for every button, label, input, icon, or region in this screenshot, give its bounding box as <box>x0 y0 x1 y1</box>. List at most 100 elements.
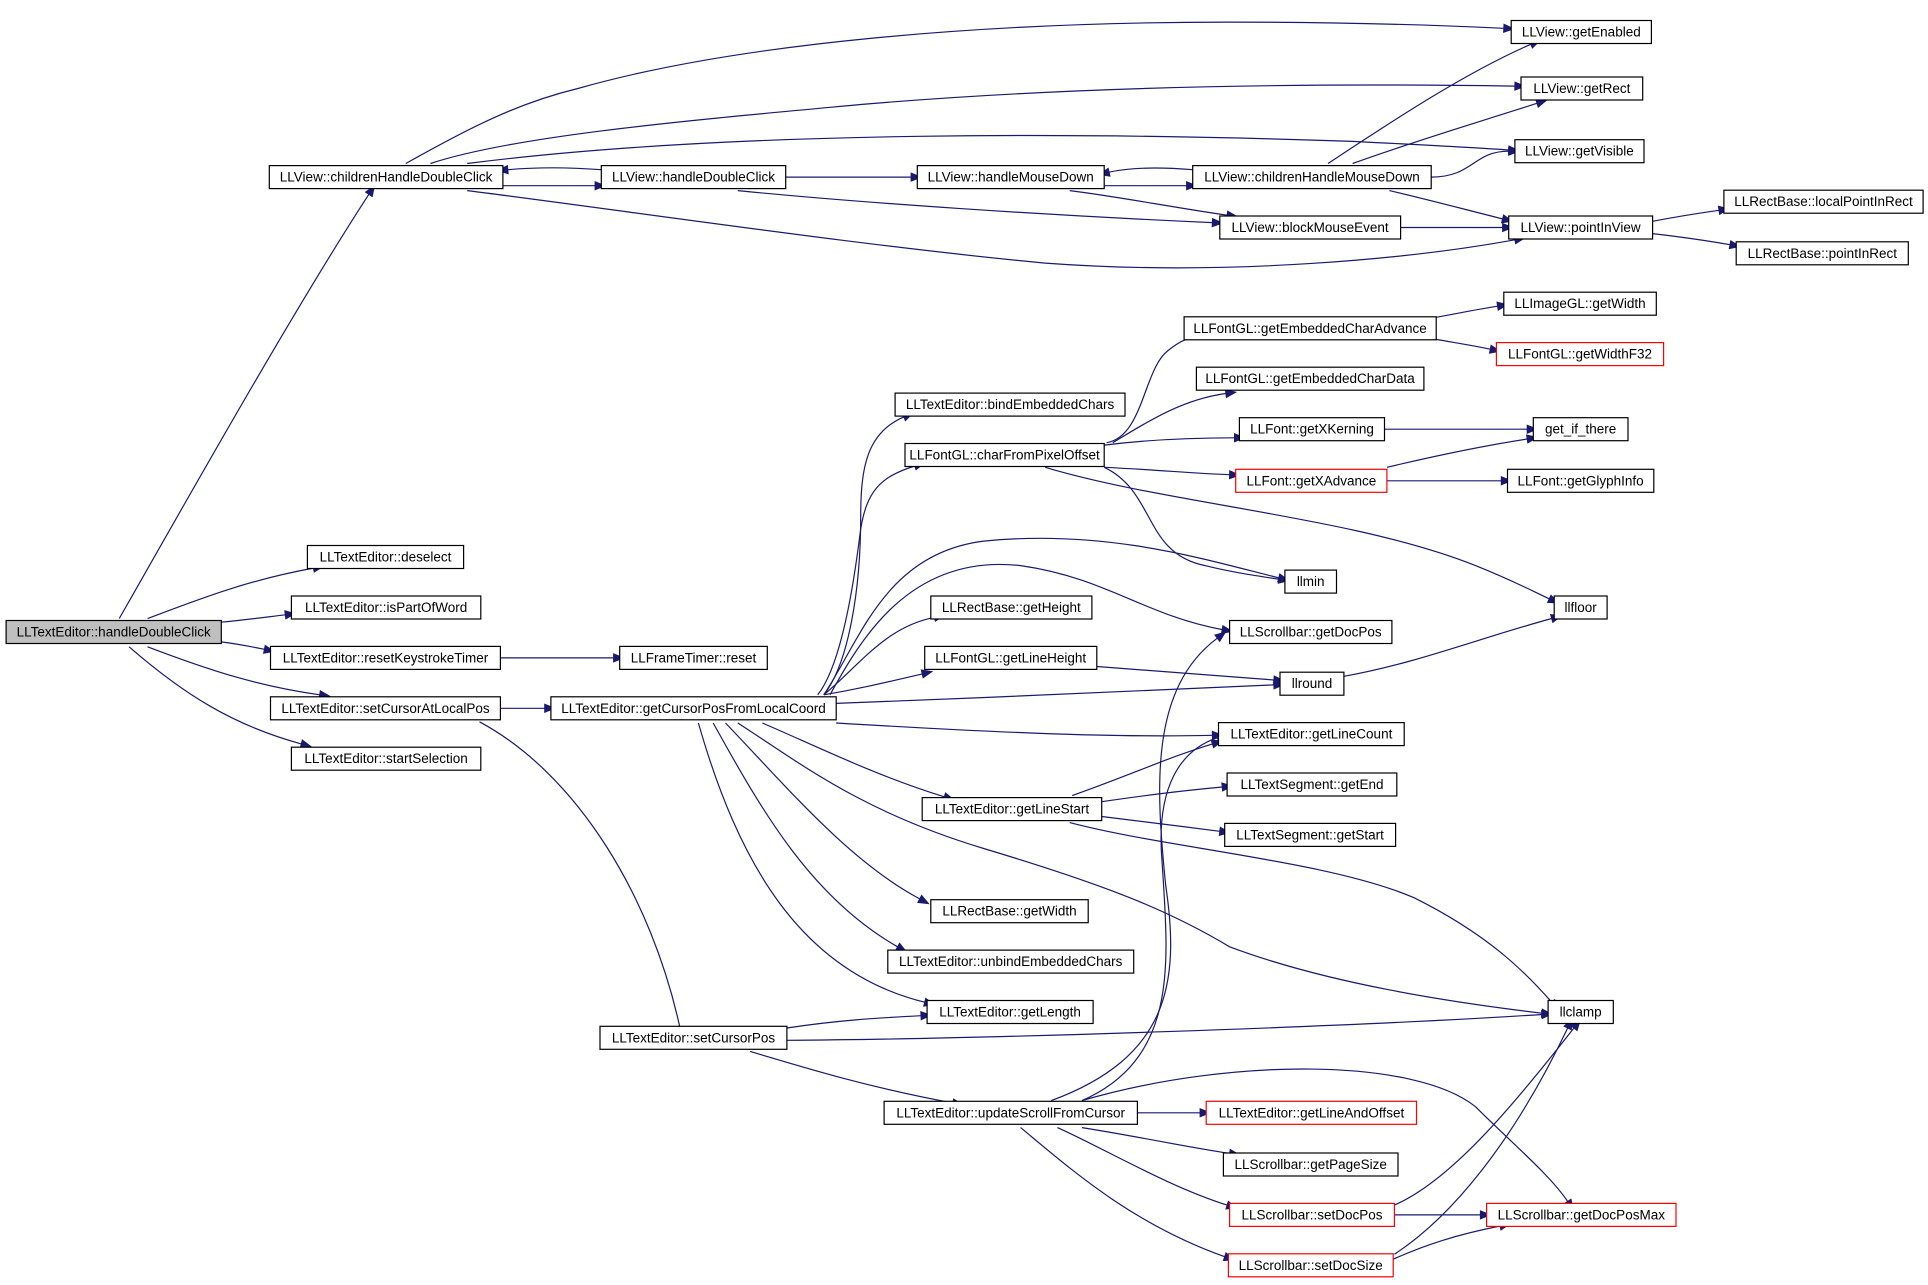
node-box <box>1495 342 1665 367</box>
node-n43[interactable]: llclamp <box>1547 999 1614 1025</box>
node-n39[interactable]: LLRectBase::getWidth <box>930 899 1089 924</box>
node-n23[interactable]: LLFontGL::getWidthF32 <box>1495 342 1665 367</box>
node-n47[interactable]: LLScrollbar::setDocPos <box>1228 1202 1395 1228</box>
node-box <box>599 1025 788 1050</box>
node-label: LLTextSegment::getStart <box>1236 827 1384 842</box>
node-n18[interactable]: LLTextEditor::getCursorPosFromLocalCoord <box>550 696 837 721</box>
node-n44[interactable]: LLTextEditor::updateScrollFromCursor <box>883 1100 1138 1125</box>
node-box <box>1238 417 1386 442</box>
node-box <box>1532 417 1629 442</box>
arrowhead-icon <box>1514 81 1527 91</box>
node-n48[interactable]: LLScrollbar::getDocPosMax <box>1485 1202 1677 1228</box>
node-n17[interactable]: LLTextEditor::startSelection <box>290 746 482 771</box>
node-n6[interactable]: LLView::getRect <box>1520 76 1644 101</box>
edge-n27-n26 <box>1386 434 1539 468</box>
node-n2[interactable]: LLView::handleDoubleClick <box>600 165 787 190</box>
node-box <box>269 645 501 671</box>
node-n10[interactable]: LLRectBase::localPointInRect <box>1723 189 1924 214</box>
node-label: LLFontGL::getEmbeddedCharData <box>1205 371 1415 386</box>
node-n26[interactable]: get_if_there <box>1532 417 1629 442</box>
node-box <box>926 999 1094 1025</box>
node-n15[interactable]: LLFrameTimer::reset <box>619 645 768 671</box>
node-label: LLView::handleMouseDown <box>928 170 1094 185</box>
node-n35[interactable]: LLTextEditor::getLineCount <box>1217 721 1405 747</box>
node-n0[interactable]: LLTextEditor::handleDoubleClick <box>5 619 222 645</box>
node-n49[interactable]: LLScrollbar::setDocSize <box>1227 1253 1394 1278</box>
edge-line <box>1327 43 1532 165</box>
node-n36[interactable]: LLTextEditor::getLineStart <box>921 796 1103 822</box>
edge-n18-n32 <box>829 563 1234 696</box>
node-n8[interactable]: LLView::blockMouseEvent <box>1219 215 1402 240</box>
edge-line <box>697 722 925 1003</box>
edge-n21-n23 <box>1436 338 1502 354</box>
node-box <box>1224 822 1397 848</box>
edge-line <box>786 1013 1542 1041</box>
edge-line <box>762 722 945 798</box>
node-box <box>1183 316 1437 341</box>
edge-line <box>467 134 1509 165</box>
node-n33[interactable]: LLFontGL::getLineHeight <box>924 645 1098 671</box>
edge-n2-n8 <box>737 190 1224 228</box>
edge-line <box>1389 190 1503 220</box>
node-n4[interactable]: LLView::childrenHandleMouseDown <box>1192 165 1432 190</box>
node-box <box>1217 721 1405 747</box>
node-n14[interactable]: LLTextEditor::resetKeystrokeTimer <box>269 645 501 671</box>
node-n7[interactable]: LLView::getVisible <box>1514 139 1645 164</box>
node-n24[interactable]: LLFontGL::getEmbeddedCharData <box>1195 366 1425 391</box>
node-layer: LLTextEditor::handleDoubleClick LLView::c… <box>5 19 1924 1278</box>
node-label: LLTextEditor::setCursorPos <box>612 1030 776 1045</box>
node-n22[interactable]: LLImageGL::getWidth <box>1503 291 1657 316</box>
node-label: LLView::getVisible <box>1525 144 1634 159</box>
edge-n42-n43 <box>786 1009 1554 1041</box>
arrowhead-icon <box>1186 180 1198 191</box>
node-n41[interactable]: LLTextEditor::getLength <box>926 999 1094 1025</box>
arrowhead-icon <box>917 894 930 905</box>
node-n9[interactable]: LLView::pointInView <box>1508 215 1654 240</box>
node-n3[interactable]: LLView::handleMouseDown <box>916 165 1105 190</box>
node-n46[interactable]: LLScrollbar::getPageSize <box>1222 1152 1399 1177</box>
node-n38[interactable]: LLTextSegment::getStart <box>1224 822 1397 848</box>
node-n20[interactable]: LLFontGL::charFromPixelOffset <box>904 442 1105 468</box>
node-box <box>1514 139 1645 164</box>
arrowhead-icon <box>1502 222 1514 233</box>
node-label: LLTextEditor::getLineStart <box>935 802 1090 817</box>
node-label: LLFontGL::getEmbeddedCharAdvance <box>1193 321 1426 336</box>
node-n11[interactable]: LLRectBase::pointInRect <box>1735 241 1909 266</box>
node-n13[interactable]: LLTextEditor::isPartOfWord <box>290 595 482 620</box>
node-n28[interactable]: LLFont::getGlyphInfo <box>1506 468 1655 493</box>
edge-n4-n7 <box>1431 146 1521 178</box>
node-n21[interactable]: LLFontGL::getEmbeddedCharAdvance <box>1183 316 1437 341</box>
edge-n1-n6 <box>430 81 1527 165</box>
node-n40[interactable]: LLTextEditor::unbindEmbeddedChars <box>887 949 1135 974</box>
node-n29[interactable]: llmin <box>1284 569 1338 594</box>
edge-line <box>1392 1225 1501 1260</box>
edge-n9-n11 <box>1652 233 1742 250</box>
node-box <box>1485 1202 1677 1228</box>
node-n42[interactable]: LLTextEditor::setCursorPos <box>599 1025 788 1050</box>
node-n34[interactable]: llround <box>1279 671 1345 696</box>
edge-n36-n35 <box>1071 739 1224 797</box>
node-n31[interactable]: LLRectBase::getHeight <box>930 595 1093 620</box>
node-n27[interactable]: LLFont::getXAdvance <box>1235 468 1388 493</box>
edge-n16-n42 <box>479 721 685 1040</box>
edge-line <box>1352 102 1538 165</box>
node-n19[interactable]: LLTextEditor::bindEmbeddedChars <box>894 392 1126 417</box>
edge-line <box>221 614 286 623</box>
node-n16[interactable]: LLTextEditor::setCursorAtLocalPos <box>269 696 501 721</box>
node-n37[interactable]: LLTextSegment::getEnd <box>1226 772 1398 797</box>
edge-line <box>829 563 1223 696</box>
edge-n8-n9 <box>1400 222 1514 233</box>
node-box <box>883 1100 1138 1125</box>
edge-line <box>1104 466 1230 476</box>
arrowhead-icon <box>1214 631 1227 643</box>
node-n25[interactable]: LLFont::getXKerning <box>1238 417 1386 442</box>
node-n12[interactable]: LLTextEditor::deselect <box>306 544 465 570</box>
node-n5[interactable]: LLView::getEnabled <box>1510 19 1652 45</box>
node-n45[interactable]: LLTextEditor::getLineAndOffset <box>1205 1100 1418 1125</box>
edge-line <box>817 465 915 696</box>
node-n32[interactable]: LLScrollbar::getDocPos <box>1228 619 1393 645</box>
edge-line <box>1104 437 1235 446</box>
node-n30[interactable]: llfloor <box>1553 595 1608 620</box>
edge-n18-n20 <box>817 461 926 696</box>
node-n1[interactable]: LLView::childrenHandleDoubleClick <box>268 165 504 190</box>
